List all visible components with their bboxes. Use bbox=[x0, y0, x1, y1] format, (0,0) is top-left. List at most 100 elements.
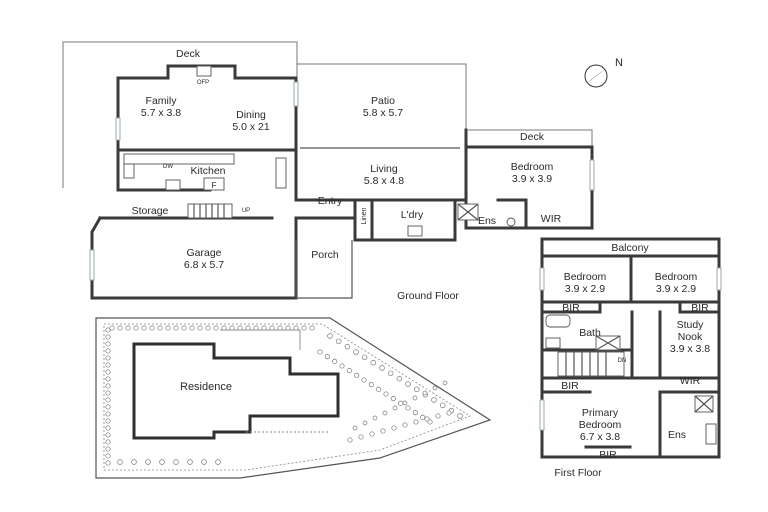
shrub-icon bbox=[383, 391, 389, 397]
wir-label: WIR bbox=[541, 213, 562, 225]
shrub-icon bbox=[105, 362, 111, 368]
north-arrow bbox=[584, 64, 608, 88]
shrub-icon bbox=[362, 420, 368, 426]
shrub-icon bbox=[105, 327, 111, 333]
shrub-icon bbox=[105, 404, 111, 410]
garage-label: Garage bbox=[186, 247, 221, 259]
shrub-icon bbox=[117, 325, 123, 331]
shrub-icon bbox=[380, 428, 386, 434]
storage-label: Storage bbox=[132, 205, 169, 217]
shrub-icon bbox=[109, 325, 115, 331]
shrub-icon bbox=[269, 325, 275, 331]
bedroom-dims: 3.9 x 3.9 bbox=[512, 173, 552, 185]
shrub-icon bbox=[105, 411, 111, 417]
first-floor-title: First Floor bbox=[554, 467, 602, 479]
shrub-icon bbox=[105, 390, 111, 396]
bathtub bbox=[545, 314, 571, 328]
shrub-icon bbox=[361, 354, 368, 361]
dn-label: DN bbox=[618, 358, 627, 364]
shrub-icon bbox=[221, 325, 227, 331]
shrub-icon bbox=[173, 325, 179, 331]
bir-left-label: BIR bbox=[562, 302, 580, 314]
fridge-space bbox=[203, 177, 225, 191]
shrub-icon bbox=[422, 390, 428, 396]
shrub-icon bbox=[215, 459, 221, 465]
linen-label: Linen bbox=[361, 207, 368, 224]
shrub-icon bbox=[317, 349, 323, 355]
shrub-icon bbox=[361, 377, 367, 383]
porch-outline bbox=[295, 240, 353, 299]
shrub-icon bbox=[237, 325, 243, 331]
living-label: Living bbox=[370, 163, 398, 175]
shrub-icon bbox=[213, 325, 219, 331]
residence-label: Residence bbox=[180, 381, 232, 393]
patio-dims: 5.8 x 5.7 bbox=[363, 107, 403, 119]
ens-vanity bbox=[705, 423, 717, 445]
dw-label: DW bbox=[163, 164, 173, 170]
bath-vanity bbox=[545, 337, 561, 349]
shrub-icon bbox=[285, 325, 291, 331]
ens-toilet bbox=[506, 217, 516, 227]
shrub-icon bbox=[353, 349, 359, 355]
shrub-icon bbox=[159, 459, 165, 465]
kitchen-bench bbox=[123, 153, 235, 165]
shrub-icon bbox=[105, 341, 111, 347]
stair bbox=[187, 203, 233, 219]
shrub-icon bbox=[105, 397, 111, 403]
landscape-shrubs bbox=[105, 325, 463, 466]
shrub-icon bbox=[277, 325, 283, 331]
shrub-icon bbox=[187, 459, 193, 465]
shrub-icon bbox=[390, 396, 396, 402]
shrub-icon bbox=[344, 343, 351, 350]
shrub-icon bbox=[431, 397, 437, 403]
site-plan bbox=[95, 317, 492, 479]
shrub-icon bbox=[420, 414, 426, 420]
shrub-icon bbox=[253, 325, 259, 331]
family-dims: 5.7 x 3.8 bbox=[141, 107, 181, 119]
shrub-icon bbox=[105, 446, 111, 452]
shrub-icon bbox=[105, 355, 111, 361]
shrub-icon bbox=[412, 395, 418, 401]
porch-label: Porch bbox=[311, 249, 339, 261]
sink bbox=[123, 163, 135, 179]
shrub-icon bbox=[376, 386, 382, 392]
dining-label: Dining bbox=[236, 109, 266, 121]
shrub-icon bbox=[125, 325, 131, 331]
shrub-icon bbox=[131, 459, 137, 465]
shrub-icon bbox=[392, 405, 398, 411]
shrub-icon bbox=[358, 434, 364, 440]
shrub-icon bbox=[442, 380, 448, 386]
window bbox=[539, 399, 545, 431]
shrub-icon bbox=[382, 410, 388, 416]
shrub-icon bbox=[245, 325, 251, 331]
deck-right-label: Deck bbox=[520, 131, 545, 143]
bir-bottom-label: BIR bbox=[599, 449, 617, 461]
shrub-icon bbox=[105, 348, 111, 354]
shrub-icon bbox=[105, 460, 111, 466]
shrub-icon bbox=[105, 432, 111, 438]
ens-label: Ens bbox=[478, 215, 496, 227]
shrub-icon bbox=[117, 459, 123, 465]
shrub-icon bbox=[141, 325, 147, 331]
shrub-icon bbox=[205, 325, 211, 331]
bir-right-label: BIR bbox=[691, 302, 709, 314]
shrub-icon bbox=[354, 372, 360, 378]
laundry-tub bbox=[407, 225, 423, 237]
window bbox=[293, 81, 299, 107]
window bbox=[539, 267, 545, 291]
shrub-icon bbox=[405, 405, 411, 411]
window bbox=[115, 117, 121, 141]
shrub-icon bbox=[369, 431, 375, 437]
shrub-icon bbox=[105, 418, 111, 424]
bedroom-right-dims: 3.9 x 2.9 bbox=[656, 283, 696, 295]
shrub-icon bbox=[347, 437, 353, 443]
first-floor-plan bbox=[539, 237, 722, 459]
shrub-icon bbox=[427, 419, 433, 425]
shrub-icon bbox=[396, 375, 403, 382]
ofp-fireplace bbox=[196, 65, 212, 77]
shrub-icon bbox=[439, 402, 446, 409]
shrub-icon bbox=[332, 358, 338, 364]
living-dims: 5.8 x 4.8 bbox=[364, 175, 404, 187]
window bbox=[589, 159, 595, 191]
